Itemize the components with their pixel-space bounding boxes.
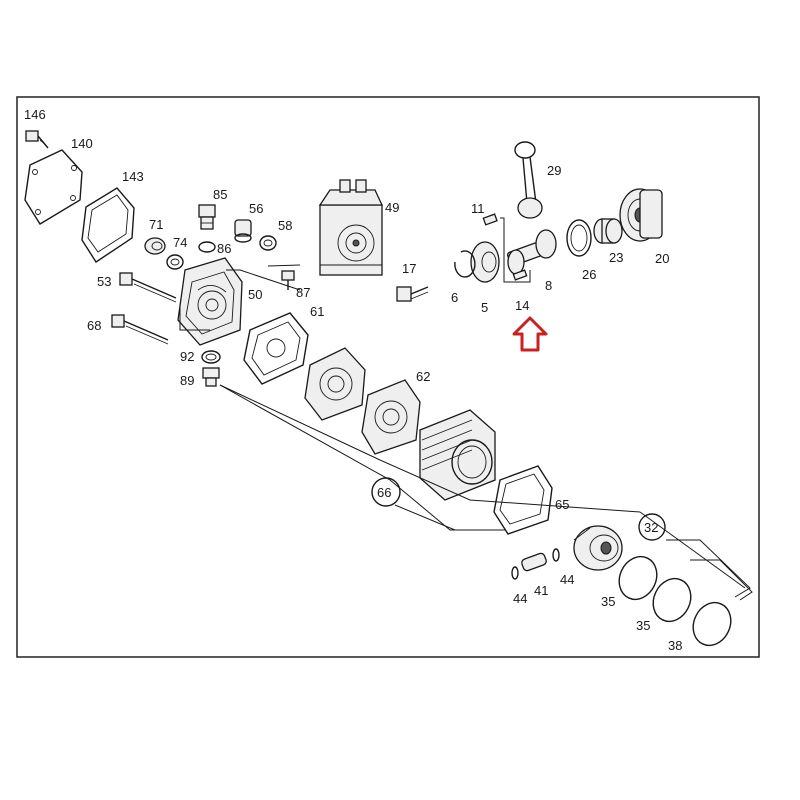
highlight-arrow-up-icon xyxy=(512,316,548,352)
leader-lines xyxy=(179,217,753,601)
key-14 xyxy=(512,269,528,281)
ring-35-upper xyxy=(618,555,658,601)
clip-44-left xyxy=(511,566,519,580)
label-5: 5 xyxy=(481,300,488,315)
label-8: 8 xyxy=(545,278,552,293)
label-35-lower: 35 xyxy=(636,618,650,633)
valve-plate-62 xyxy=(361,379,421,455)
label-50: 50 xyxy=(248,287,262,302)
valve-87 xyxy=(281,270,295,290)
label-62: 62 xyxy=(416,369,430,384)
label-56: 56 xyxy=(249,201,263,216)
label-29: 29 xyxy=(547,163,561,178)
label-26: 26 xyxy=(582,267,596,282)
pin-11 xyxy=(482,213,498,226)
callout-circle-66 xyxy=(371,477,401,507)
bolt-53 xyxy=(119,272,177,303)
bolt-146 xyxy=(25,130,49,149)
label-85: 85 xyxy=(213,187,227,202)
label-66: 66 xyxy=(377,485,391,500)
label-41: 41 xyxy=(534,583,548,598)
washer-86 xyxy=(198,241,216,253)
plug-56 xyxy=(234,219,252,243)
cylinder-block xyxy=(419,409,496,501)
label-87: 87 xyxy=(296,285,310,300)
label-65: 65 xyxy=(555,497,569,512)
bolt-17 xyxy=(396,286,429,302)
label-32: 32 xyxy=(644,520,658,535)
label-44-left: 44 xyxy=(513,591,527,606)
label-23: 23 xyxy=(609,250,623,265)
label-49: 49 xyxy=(385,200,399,215)
label-86: 86 xyxy=(217,241,231,256)
label-14: 14 xyxy=(515,298,529,313)
ring-35-lower xyxy=(652,577,692,623)
seal-26 xyxy=(566,219,592,257)
valve-plate xyxy=(304,347,366,421)
label-71: 71 xyxy=(149,217,163,232)
valve-body-49 xyxy=(318,179,384,276)
ring-38 xyxy=(692,601,732,647)
label-74: 74 xyxy=(173,235,187,250)
callout-circle-32 xyxy=(638,513,666,541)
label-17: 17 xyxy=(402,261,416,276)
pin-41 xyxy=(521,552,547,572)
label-20: 20 xyxy=(655,251,669,266)
label-92: 92 xyxy=(180,349,194,364)
bolt-68 xyxy=(111,314,169,345)
seal-71 xyxy=(144,237,166,255)
label-143: 143 xyxy=(122,169,144,184)
gear-5 xyxy=(470,241,500,283)
connecting-rod-29 xyxy=(514,141,543,219)
label-44-right: 44 xyxy=(560,572,574,587)
label-53: 53 xyxy=(97,274,111,289)
label-89: 89 xyxy=(180,373,194,388)
label-58: 58 xyxy=(278,218,292,233)
piston xyxy=(573,525,623,571)
label-140: 140 xyxy=(71,136,93,151)
gasket-65 xyxy=(493,465,553,535)
label-61: 61 xyxy=(310,304,324,319)
bearing-23 xyxy=(593,218,623,244)
label-68: 68 xyxy=(87,318,101,333)
label-11: 11 xyxy=(471,201,485,216)
fitting-85 xyxy=(198,204,216,230)
washer-74 xyxy=(166,254,184,270)
washer-58 xyxy=(259,235,277,251)
label-38: 38 xyxy=(668,638,682,653)
gasket-143 xyxy=(81,187,135,263)
label-6: 6 xyxy=(451,290,458,305)
cover-plate-140 xyxy=(24,149,83,225)
label-35-upper: 35 xyxy=(601,594,615,609)
label-146: 146 xyxy=(24,107,46,122)
plug-89 xyxy=(202,367,220,387)
clip-44-right xyxy=(552,548,560,562)
ring-92 xyxy=(201,350,221,364)
bearing-housing-20 xyxy=(619,188,663,242)
crankshaft xyxy=(507,229,557,275)
gasket-61 xyxy=(243,312,309,385)
cylinder-head-50 xyxy=(177,257,243,346)
circlip-6 xyxy=(454,250,476,278)
